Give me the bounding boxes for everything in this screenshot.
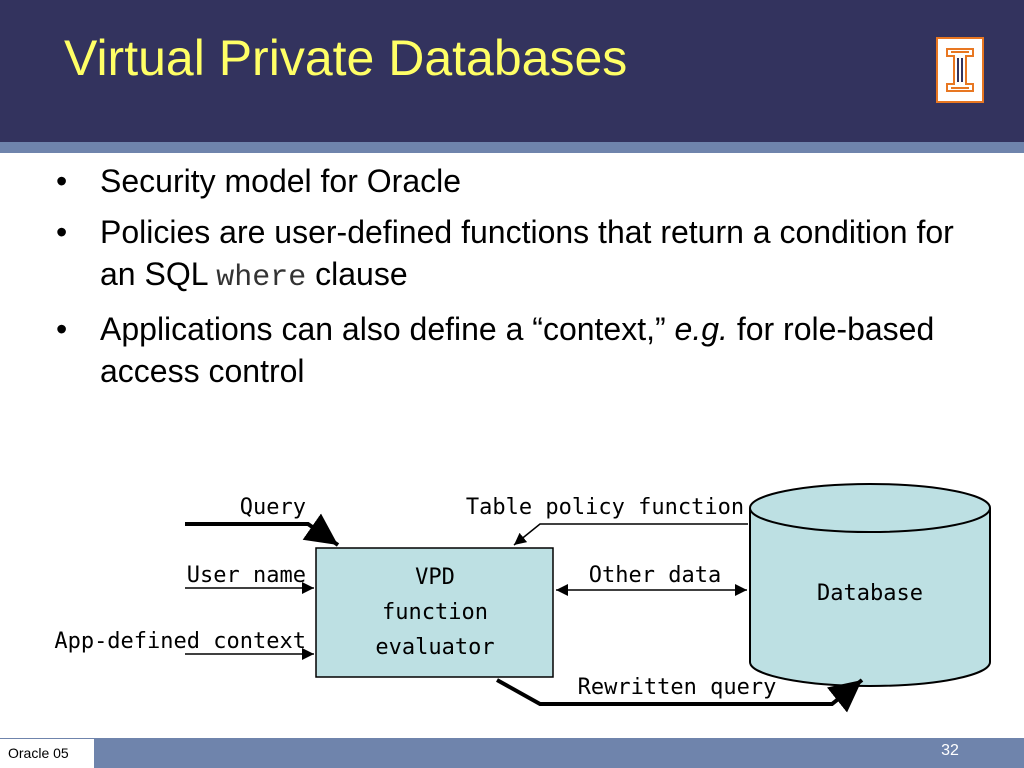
user-name-label: User name: [187, 563, 306, 588]
vpd-evaluator-box: [315, 547, 554, 678]
slide-title: Virtual Private Databases: [64, 30, 628, 86]
database-label: Database: [817, 581, 923, 606]
bullet-text: clause: [306, 256, 408, 292]
emphasis-text: e.g.: [674, 311, 728, 347]
other-data-label: Other data: [589, 563, 721, 588]
bullet-item: Policies are user-defined functions that…: [56, 211, 976, 299]
bullet-text: Applications can also define a “context,…: [100, 311, 675, 347]
footer-course-label: Oracle 05: [0, 738, 94, 768]
page-number: 32: [941, 742, 959, 759]
bullet-item: Security model for Oracle: [56, 160, 976, 202]
title-divider: [0, 142, 1024, 153]
table-policy-label: Table policy function: [466, 495, 744, 520]
bullet-text: Security model for Oracle: [100, 163, 462, 199]
table-policy-arrow: [513, 523, 748, 546]
app-context-label: App-defined context: [54, 629, 306, 654]
rewritten-query-label: Rewritten query: [578, 675, 777, 700]
bullet-text: for role-based access control: [100, 311, 935, 389]
illinois-block-i-icon: [936, 37, 984, 103]
evaluator-label-line-3: evaluator: [375, 635, 494, 660]
rewritten-query-arrow: [496, 678, 864, 713]
bullet-list: Security model for Oracle Policies are u…: [56, 160, 976, 401]
bullet-text: Policies are user-defined functions that…: [100, 214, 954, 292]
database-cylinder: [749, 483, 991, 687]
footer-bar: [0, 738, 1024, 768]
query-arrow: [185, 513, 340, 547]
title-bar: [0, 0, 1024, 142]
vpd-diagram: Database VPD function evaluator Query Us…: [54, 483, 991, 713]
query-label: Query: [240, 495, 306, 520]
bullet-item: Applications can also define a “context,…: [56, 308, 976, 392]
evaluator-label-line-2: function: [382, 600, 488, 625]
evaluator-label-line-1: VPD: [415, 565, 455, 590]
code-keyword: where: [216, 261, 307, 295]
